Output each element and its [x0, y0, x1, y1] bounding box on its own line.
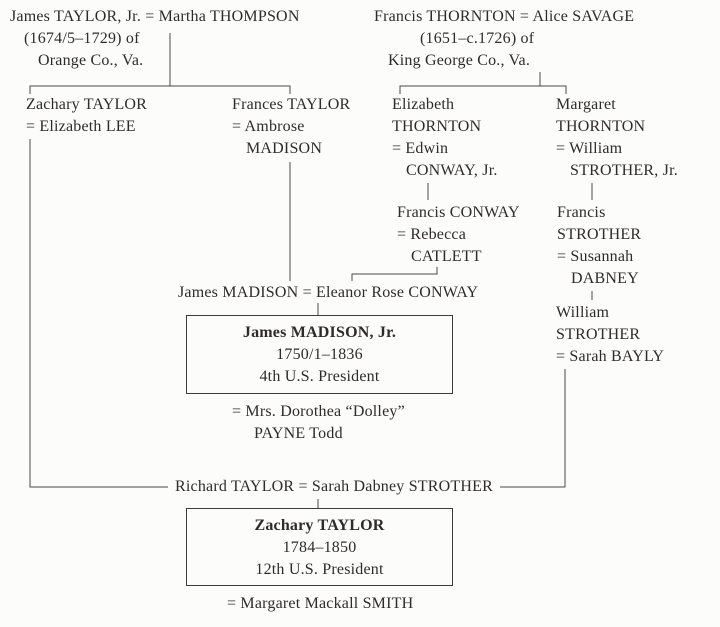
spouse-surname: MADISON — [246, 140, 323, 157]
connector-taylor-sibling-bar — [29, 85, 291, 94]
person-names: James TAYLOR, Jr. = Martha THOMPSON — [10, 8, 300, 25]
connector-strother-long-right — [500, 369, 566, 488]
node-couple-margaret-thornton-william-strother: Margaret THORNTON = William STROTHER, Jr… — [556, 94, 678, 182]
person-names: Richard TAYLOR = Sarah Dabney STROTHER — [175, 478, 493, 495]
node-couple-francis-strother-susannah-dabney: Francis STROTHER = Susannah DABNEY — [557, 202, 641, 290]
spouse-name: = Mrs. Dorothea “Dolley” — [232, 403, 405, 420]
spouse-surname: DABNEY — [571, 270, 639, 287]
president-dates: 1750/1–1836 — [276, 346, 363, 363]
person-surname: THORNTON — [556, 118, 646, 135]
spouse-surname: CONWAY, Jr. — [406, 162, 498, 179]
person-names: Francis CONWAY — [397, 204, 520, 221]
connector-taylor-long-left — [29, 139, 168, 488]
spouse-name: = Ambrose — [232, 118, 305, 135]
president-title: 12th U.S. President — [255, 561, 384, 578]
node-couple-elizabeth-thornton-edwin-conway: Elizabeth THORNTON = Edwin CONWAY, Jr. — [392, 94, 498, 182]
president-box-zachary-taylor: Zachary TAYLOR 1784–1850 12th U.S. Presi… — [186, 508, 453, 586]
node-couple-francis-conway-rebecca-catlett: Francis CONWAY = Rebecca CATLETT — [397, 202, 520, 268]
node-couple-francis-thornton-alice-savage: Francis THORNTON = Alice SAVAGE (1651–c.… — [374, 6, 634, 72]
person-dates: (1651–c.1726) of — [420, 30, 535, 47]
person-name: Elizabeth — [392, 96, 455, 113]
president-title: 4th U.S. President — [259, 368, 380, 385]
node-spouse-margaret-smith: = Margaret Mackall SMITH — [227, 593, 413, 615]
node-couple-zachary-taylor-elizabeth-lee: Zachary TAYLOR = Elizabeth LEE — [26, 94, 147, 138]
connector-thornton-sibling-bar — [399, 85, 567, 94]
person-surname: STROTHER — [556, 326, 641, 343]
spouse-name: = Susannah — [557, 248, 634, 265]
spouse-name: = Elizabeth LEE — [26, 118, 136, 135]
node-couple-william-strother-sarah-bayly: William STROTHER = Sarah BAYLY — [556, 302, 664, 368]
spouse-surname: STROTHER, Jr. — [570, 162, 678, 179]
spouse-name: = Rebecca — [397, 226, 467, 243]
person-names: James MADISON = Eleanor Rose CONWAY — [178, 284, 479, 301]
node-couple-james-taylor-martha-thompson: James TAYLOR, Jr. = Martha THOMPSON (167… — [10, 6, 300, 72]
person-names: Frances TAYLOR — [232, 96, 351, 113]
person-place: Orange Co., Va. — [38, 52, 144, 69]
person-name: Margaret — [556, 96, 616, 113]
spouse-surname: CATLETT — [411, 248, 482, 265]
person-names: Francis THORNTON = Alice SAVAGE — [374, 8, 635, 25]
node-couple-james-madison-eleanor-conway: James MADISON = Eleanor Rose CONWAY — [178, 282, 478, 304]
connector-conway-to-eleanor — [351, 267, 438, 281]
node-couple-richard-taylor-sarah-strother: Richard TAYLOR = Sarah Dabney STROTHER — [175, 476, 493, 498]
person-place: King George Co., Va. — [388, 52, 531, 69]
spouse-surname: PAYNE Todd — [254, 425, 343, 442]
spouse-name: = William — [556, 140, 623, 157]
president-name: James MADISON, Jr. — [242, 324, 397, 341]
person-surname: THORNTON — [392, 118, 482, 135]
person-name: William — [556, 304, 610, 321]
president-box-james-madison-jr: James MADISON, Jr. 1750/1–1836 4th U.S. … — [186, 315, 453, 394]
node-couple-frances-taylor-ambrose-madison: Frances TAYLOR = Ambrose MADISON — [232, 94, 350, 160]
person-name: Francis — [557, 204, 606, 221]
spouse-name: = Margaret Mackall SMITH — [227, 595, 414, 612]
spouse-name: = Sarah BAYLY — [556, 348, 665, 365]
person-surname: STROTHER — [557, 226, 642, 243]
president-name: Zachary TAYLOR — [254, 517, 385, 534]
spouse-name: = Edwin — [392, 140, 449, 157]
person-names: Zachary TAYLOR — [26, 96, 148, 113]
person-dates: (1674/5–1729) of — [24, 30, 140, 47]
president-dates: 1784–1850 — [282, 539, 357, 556]
node-spouse-dolley-payne: = Mrs. Dorothea “Dolley” PAYNE Todd — [232, 401, 405, 445]
